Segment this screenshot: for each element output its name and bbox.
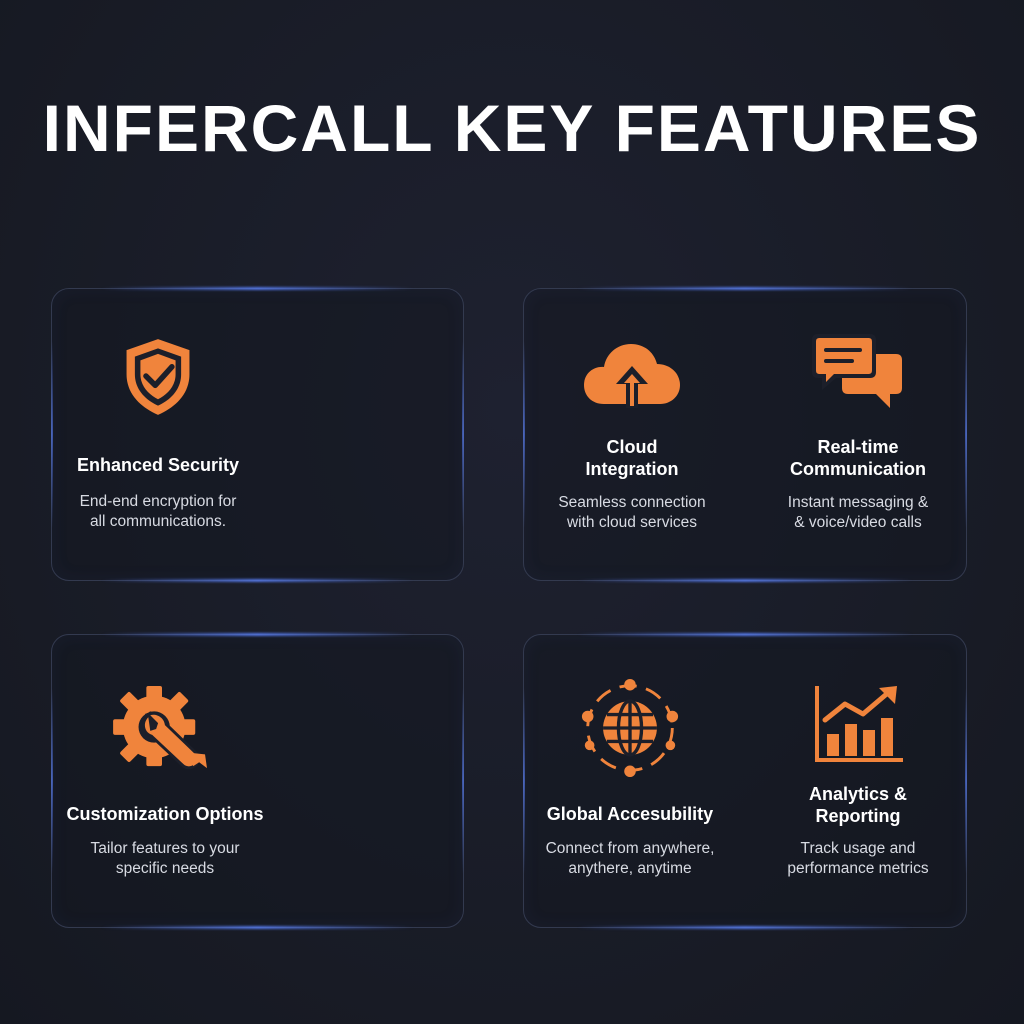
feature-title: Enhanced Security — [76, 455, 240, 475]
feature-analytics-reporting: Analytics & Reporting Track usage and pe… — [745, 634, 971, 928]
shield-check-icon — [126, 339, 190, 415]
feature-card-global-analytics — [523, 634, 967, 928]
feature-title: Customization Options — [66, 804, 264, 824]
globe-network-icon — [581, 678, 679, 778]
feature-title: Analytics & Reporting — [808, 784, 908, 826]
feature-customization-options: Customization Options Tailor features to… — [51, 634, 279, 928]
feature-description: Seamless connection with cloud services — [558, 494, 706, 531]
feature-realtime-communication: Real-time Communication Instant messagin… — [745, 288, 971, 581]
feature-description: End-end encryption for all communication… — [79, 493, 237, 530]
page-title: INFERCALL KEY FEATURES — [42, 91, 982, 165]
feature-global-accessibility: Global Accesubility Connect from anywher… — [530, 634, 730, 928]
gear-wrench-icon — [113, 685, 207, 770]
feature-card-cloud-communication — [523, 288, 967, 581]
feature-title: Global Accesubility — [546, 804, 714, 824]
feature-description: Track usage and performance metrics — [787, 840, 929, 877]
feature-enhanced-security: Enhanced Security End-end encryption for… — [51, 288, 265, 581]
feature-title: Cloud Integration — [585, 437, 679, 479]
feature-card-customization — [51, 634, 464, 928]
cloud-upload-icon — [584, 344, 680, 408]
feature-description: Tailor features to your specific needs — [90, 840, 240, 877]
feature-description: Instant messaging & & voice/video calls — [787, 494, 929, 531]
bar-chart-icon — [815, 686, 903, 762]
feature-title: Real-time Communication — [789, 437, 926, 479]
feature-cloud-integration: Cloud Integration Seamless connection wi… — [532, 288, 732, 581]
feature-card-security — [51, 288, 464, 581]
chat-bubbles-icon — [812, 334, 902, 408]
feature-description: Connect from anywhere, anythere, anytime — [545, 840, 715, 877]
